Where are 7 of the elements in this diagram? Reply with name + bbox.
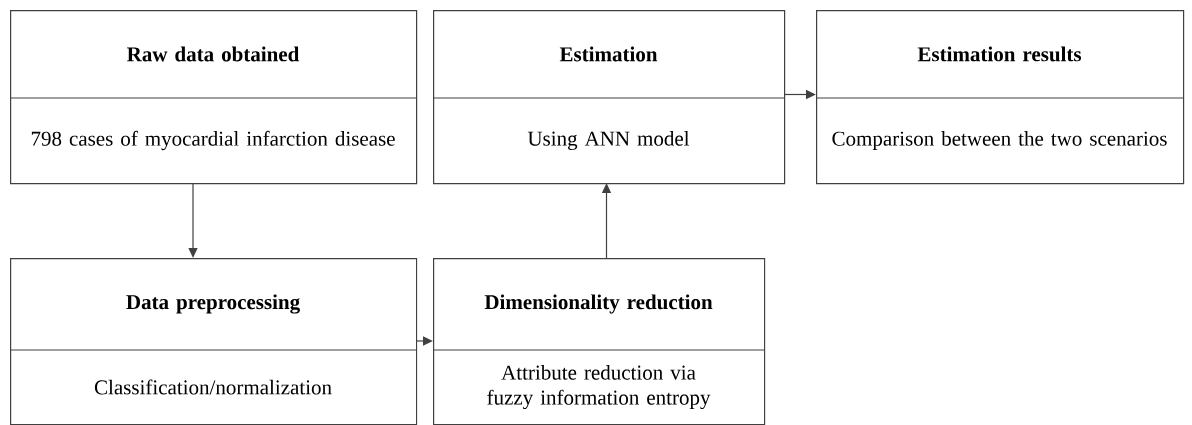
arrow — [188, 182, 198, 258]
process-box: Estimation results Comparison between the two scenarios — [815, 10, 1185, 185]
process-box: Estimation Using ANN model — [432, 10, 786, 185]
process-box: Data preprocessing Classification/normalization — [9, 258, 418, 425]
process-box: Raw data obtained 798 cases of myocardial infarction disease — [9, 10, 418, 185]
arrow — [415, 336, 433, 346]
process-box: Dimensionality reduction Attribute reduction via fuzzy information entropy — [432, 258, 766, 425]
